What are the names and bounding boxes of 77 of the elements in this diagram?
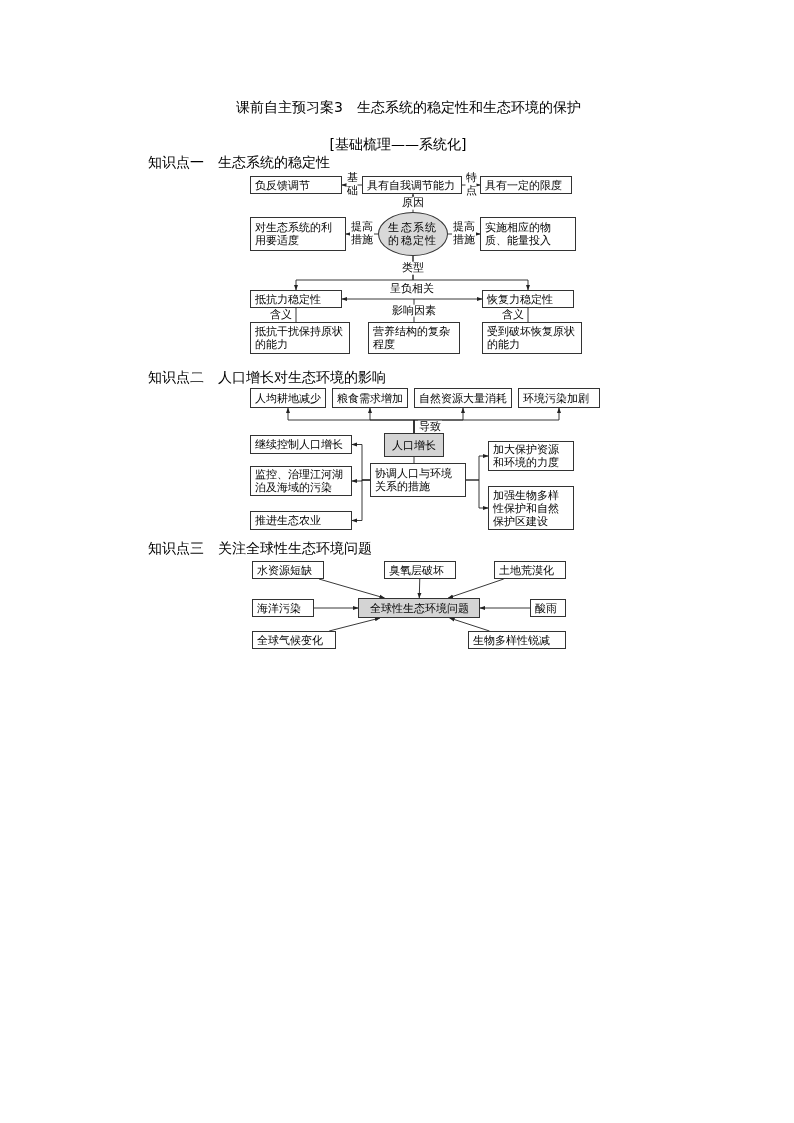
node-text: 实施相应的物质、能量投入 <box>485 221 552 247</box>
concept-box <box>530 599 566 617</box>
concept-box <box>250 435 352 454</box>
concept-box <box>488 486 574 530</box>
node-text: 抵抗干扰保持原状的能力 <box>255 325 344 351</box>
connector-line <box>413 456 415 464</box>
node-text: 加大保护资源和环境的力度 <box>493 443 560 469</box>
section-heading: 知识点一 生态系统的稳定性 <box>148 153 330 172</box>
node-text: 生态系统的稳定性 <box>387 221 439 247</box>
concept-box <box>250 322 350 354</box>
node-text: 协调人口与环境关系的措施 <box>375 467 453 493</box>
node-text: 负反馈调节 <box>255 178 311 192</box>
concept-box <box>362 176 462 194</box>
concept-box <box>494 561 566 579</box>
concept-box <box>384 433 444 457</box>
concept-box <box>414 388 512 408</box>
concept-box <box>518 388 600 408</box>
concept-box <box>252 561 324 579</box>
concept-box <box>250 290 342 308</box>
page-title: 课前自主预习案3 生态系统的稳定性和生态环境的保护 <box>236 98 581 117</box>
edge-label: 含义 <box>501 308 525 322</box>
concept-box <box>370 463 466 497</box>
node-text: 全球气候变化 <box>257 633 324 647</box>
node-text: 对生态系统的利用要适度 <box>255 221 333 247</box>
edge-label: 呈负相关 <box>389 282 435 296</box>
concept-box <box>368 322 460 354</box>
connector-line <box>527 307 529 323</box>
node-text: 生物多样性锐减 <box>473 633 551 647</box>
section-heading: 知识点二 人口增长对生态环境的影响 <box>148 368 386 387</box>
edge-label: 原因 <box>401 196 425 210</box>
node-text: 恢复力稳定性 <box>487 292 554 306</box>
concept-box <box>488 441 574 471</box>
concept-box <box>332 388 408 408</box>
node-text: 加强生物多样性保护和自然保护区建设 <box>493 488 560 528</box>
node-text: 抵抗力稳定性 <box>255 292 322 306</box>
concept-box <box>250 217 346 251</box>
edge-label: 类型 <box>401 261 425 275</box>
concept-box <box>482 290 574 308</box>
node-text: 环境污染加剧 <box>523 391 590 405</box>
concept-box <box>250 511 352 530</box>
concept-box <box>480 217 576 251</box>
arrow <box>341 297 483 301</box>
node-text: 海洋污染 <box>257 601 302 615</box>
concept-box <box>252 599 314 617</box>
edge-label: 特点 <box>465 172 477 198</box>
node-text: 土地荒漠化 <box>499 563 555 577</box>
node-text: 全球性生态环境问题 <box>368 601 470 615</box>
node-text: 臭氧层破坏 <box>389 563 445 577</box>
section-heading: 知识点三 关注全球性生态环境问题 <box>148 539 372 558</box>
concept-box <box>384 561 456 579</box>
node-text: 自然资源大量消耗 <box>419 391 507 405</box>
node-text: 酸雨 <box>535 601 558 615</box>
node-text: 营养结构的复杂程度 <box>373 325 451 351</box>
edge-label: 影响因素 <box>391 304 437 317</box>
node-text: 监控、治理江河湖泊及海域的污染 <box>255 468 344 494</box>
edge-label: 导致 <box>418 420 442 433</box>
node-text: 人均耕地减少 <box>255 391 321 405</box>
node-text: 推进生态农业 <box>255 514 322 527</box>
node-text: 具有自我调节能力 <box>367 178 456 192</box>
concept-box <box>480 176 572 194</box>
node-text: 受到破坏恢复原状的能力 <box>487 325 576 351</box>
node-text: 水资源短缺 <box>257 563 313 577</box>
node-text: 具有一定的限度 <box>485 178 563 192</box>
edge-label: 含义 <box>269 308 293 322</box>
concept-box <box>482 322 582 354</box>
concept-box <box>468 631 566 649</box>
concept-box <box>250 176 342 194</box>
node-text: 继续控制人口增长 <box>255 438 344 451</box>
edge-label: 基础 <box>346 172 358 198</box>
concept-box <box>250 388 326 408</box>
concept-box <box>250 466 352 496</box>
connector-line <box>295 307 297 323</box>
node-text: 粮食需求增加 <box>337 391 403 405</box>
concept-box <box>358 598 480 618</box>
node-text: 人口增长 <box>391 438 437 452</box>
subtitle: [基础梳理——系统化] <box>329 135 467 154</box>
concept-box <box>252 631 336 649</box>
